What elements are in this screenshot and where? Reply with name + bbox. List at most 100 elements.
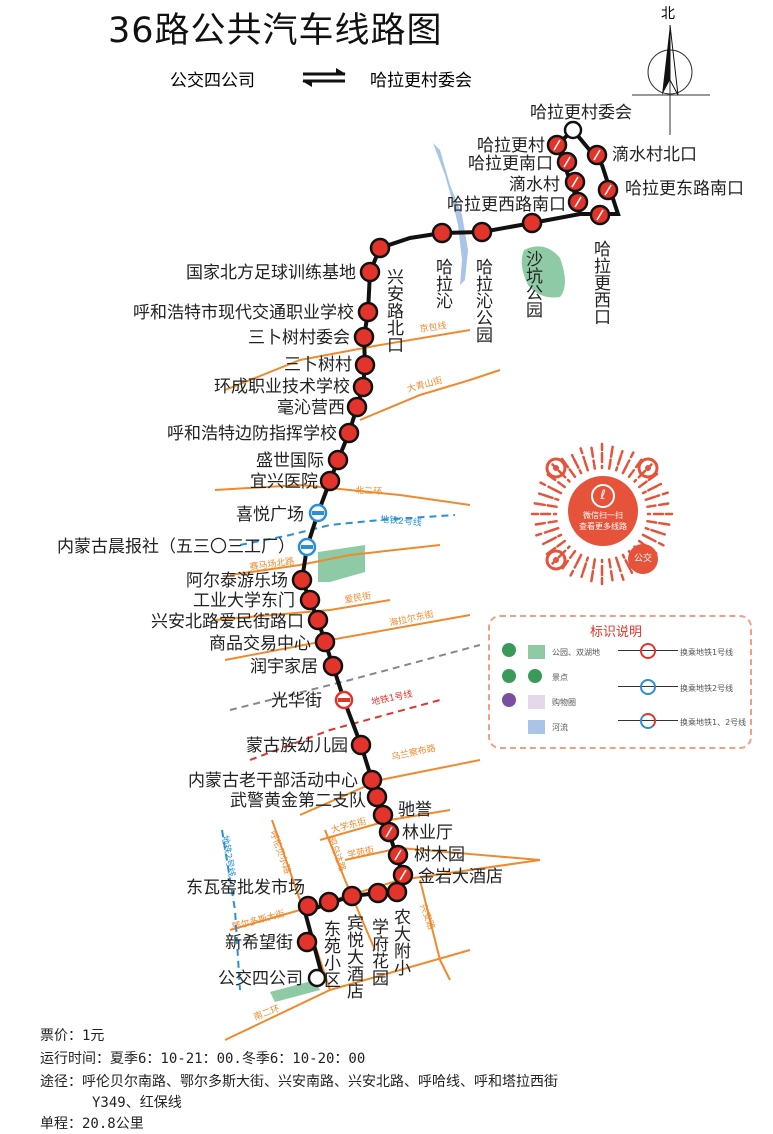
hours-info: 运行时间：夏季6：10-21：00.冬季6：10-20：00 — [40, 1051, 366, 1067]
stop-label: 滴水村 — [509, 175, 560, 195]
stop-marker-icon — [367, 882, 389, 904]
mini-program-logo-icon: ℓ — [591, 484, 615, 508]
stop-35[interactable]: 沙坑公园 — [521, 212, 543, 318]
stop-label: 三卜树村委会 — [248, 328, 350, 348]
park-shakeng — [521, 246, 565, 298]
stop-11[interactable]: 驰誉 — [372, 800, 432, 826]
stop-7[interactable]: 农大附小 — [386, 881, 411, 977]
stop-29[interactable]: 三卜树村委会 — [248, 326, 375, 348]
road-line — [224, 949, 471, 1041]
park-amusement — [318, 545, 365, 582]
qr-line1: 微信扫一扫 — [583, 511, 623, 520]
stop-12[interactable]: 武警黄金第二支队 — [230, 786, 388, 811]
stop-3[interactable]: 东瓦窑批发市场 — [186, 878, 319, 917]
via-info: 途径：呼伦贝尔南路、鄂尔多斯大街、兴安南路、兴安北路、呼哈线、呼和塔拉西街 — [40, 1074, 558, 1090]
direction-arrow-icon — [596, 209, 604, 221]
stop-27[interactable]: 环成职业技术学校 — [214, 376, 374, 398]
stop-4[interactable]: 东苑小区 — [318, 891, 341, 988]
park-marker-icon — [502, 643, 516, 657]
mini-program-qr[interactable]: ℓ 微信扫一扫 查看更多线路 公交 — [528, 440, 676, 588]
stop-34[interactable]: 哈拉沁公园 — [471, 221, 493, 343]
stop-marker-icon — [386, 881, 408, 903]
stop-label: 呼和浩特市现代交通职业学校 — [133, 303, 354, 323]
stop-15[interactable]: 光华街 — [271, 690, 354, 711]
road-line — [229, 644, 481, 711]
road-line — [224, 329, 471, 391]
stop-9[interactable]: 树木园 — [387, 844, 465, 866]
direction-to: 哈拉更村委会 — [370, 71, 472, 91]
stop-marker-icon — [354, 354, 376, 376]
road-label: 兴安路 — [417, 902, 438, 931]
stop-label: 哈拉沁公园 — [472, 258, 493, 343]
stop-30[interactable]: 呼和浩特市现代交通职业学校 — [133, 301, 379, 323]
stop-marker-icon — [361, 769, 383, 791]
direction-arrow-icon — [604, 184, 612, 196]
stop-37[interactable]: 哈拉更东路南口 — [597, 179, 744, 201]
compass-north-label: 北 — [661, 6, 675, 22]
stop-14[interactable]: 蒙古族幼儿园 — [246, 734, 372, 756]
qr-badge: 公交 — [628, 544, 658, 574]
direction-arrow-icon — [571, 176, 579, 188]
stop-5[interactable]: 宾悦大酒店 — [341, 885, 364, 999]
qr-line2: 查看更多线路 — [579, 522, 627, 531]
road-label: 北二环 — [355, 485, 383, 497]
stop-label: 内蒙古老干部活动中心 — [188, 771, 358, 791]
stop-38[interactable]: 滴水村北口 — [586, 144, 697, 166]
stop-1[interactable]: 公交四公司 — [218, 968, 327, 989]
stop-31[interactable]: 国家北方足球训练基地 — [186, 261, 381, 283]
stop-label: 工业大学东门 — [193, 591, 295, 611]
stop-marker-icon — [318, 891, 340, 913]
stop-28[interactable]: 三卜树村 — [284, 354, 376, 376]
stop-label: 三卜树村 — [284, 355, 352, 375]
stop-13[interactable]: 内蒙古老干部活动中心 — [188, 769, 383, 791]
stop-32[interactable]: 兴安路北口 — [369, 237, 404, 353]
legend-item: 换乘地铁1、2号线 — [680, 718, 747, 727]
metro1-transfer-icon — [618, 643, 678, 659]
stop-19[interactable]: 工业大学东门 — [193, 589, 321, 611]
stop-25[interactable]: 呼和浩特边防指挥学校 — [167, 422, 360, 444]
stop-6[interactable]: 学府花园 — [367, 882, 389, 986]
stop-label: 农大附小 — [390, 908, 411, 977]
stop-20[interactable]: 阿尔泰游乐场 — [186, 569, 313, 591]
stop-36[interactable]: 哈拉更西口 — [589, 204, 611, 325]
road-line — [359, 369, 501, 421]
stop-33[interactable]: 哈拉沁 — [431, 222, 453, 309]
road-label: 大青山街 — [406, 374, 444, 395]
stop-41[interactable]: 哈拉更南口 — [468, 151, 578, 174]
stop-39[interactable]: 哈拉更村委会 — [530, 103, 632, 140]
direction-arrow-icon — [593, 149, 601, 161]
stop-42[interactable]: 滴水村 — [509, 171, 586, 195]
stop-10[interactable]: 林业厅 — [378, 821, 453, 843]
stop-marker-icon — [357, 301, 379, 323]
stop-marker-icon — [322, 655, 344, 677]
stop-24[interactable]: 盛世国际 — [256, 449, 349, 471]
stop-marker-icon — [341, 885, 363, 907]
stop-22[interactable]: 喜悦广场 — [236, 503, 328, 525]
stop-26[interactable]: 毫沁营西 — [277, 396, 368, 418]
stop-marker-icon — [521, 212, 543, 234]
stop-label: 喜悦广场 — [236, 505, 304, 525]
shopping-swatch — [528, 695, 545, 709]
stop-label: 哈拉更南口 — [468, 154, 553, 174]
stop-label: 阿尔泰游乐场 — [186, 571, 288, 591]
metro2-transfer-icon — [618, 679, 678, 695]
stop-label: 滴水村北口 — [612, 145, 697, 165]
stop-21[interactable]: 内蒙古晨报社（五三〇三工厂） — [57, 537, 317, 557]
terminal-marker-icon — [563, 120, 583, 140]
stop-marker-icon — [327, 449, 349, 471]
stop-8[interactable]: 金岩大酒店 — [392, 864, 503, 887]
stop-23[interactable]: 宜兴医院 — [250, 470, 341, 492]
stop-43[interactable]: 哈拉更西路南口 — [447, 191, 589, 215]
park-south — [270, 980, 320, 1002]
stop-16[interactable]: 润宇家居 — [250, 655, 344, 677]
road-label: 乌兰察布路 — [390, 742, 437, 763]
stop-marker-icon — [471, 221, 493, 243]
stop-2[interactable]: 新希望街 — [225, 931, 318, 953]
stop-40[interactable]: 哈拉更村 — [477, 134, 568, 156]
stop-marker-icon — [366, 786, 388, 808]
stop-17[interactable]: 商品交易中心 — [209, 631, 336, 654]
stop-18[interactable]: 兴安北路爱民街路口 — [151, 609, 329, 632]
stop-label: 光华街 — [271, 691, 322, 711]
road-label: 鄂尔多斯大街 — [231, 907, 286, 933]
